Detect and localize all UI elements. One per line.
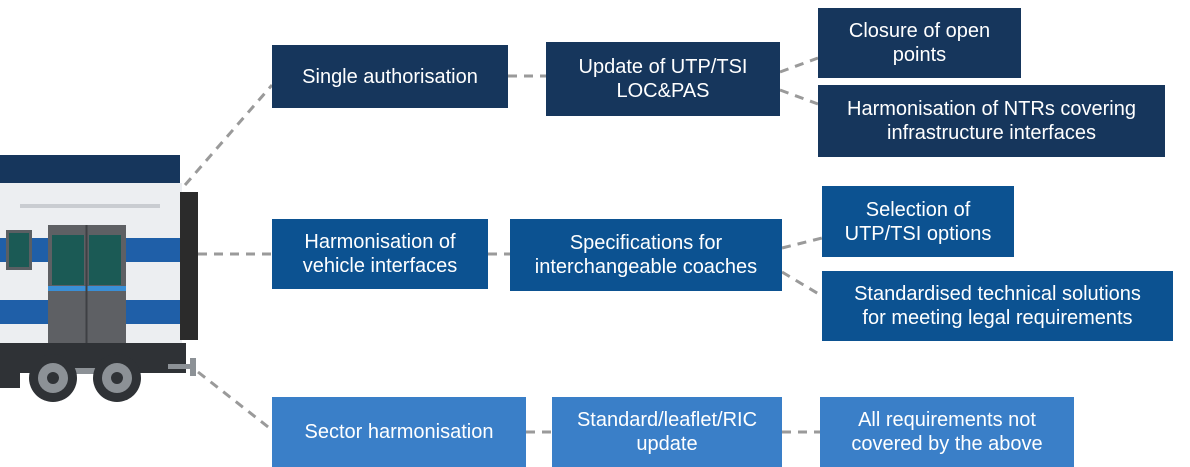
train-coach-icon <box>0 155 198 402</box>
box-all-requirements: All requirements not covered by the abov… <box>820 397 1074 467</box>
box-label: Harmonisation of vehicle interfaces <box>302 231 458 277</box>
box-label: Standard/leaflet/RIC update <box>576 409 758 455</box>
box-standardised-solutions: Standardised technical solutions for mee… <box>822 271 1173 341</box>
box-label: Single authorisation <box>302 65 478 88</box>
box-label: All requirements not covered by the abov… <box>851 409 1043 455</box>
box-label: Update of UTP/TSI LOC&PAS <box>578 56 748 102</box>
box-label: Selection of UTP/TSI options <box>844 198 992 245</box>
box-label: Harmonisation of NTRs covering infrastru… <box>847 98 1136 144</box>
box-label: Specifications for interchangeable coach… <box>534 232 758 278</box>
box-selection-utp-tsi: Selection of UTP/TSI options <box>822 186 1014 257</box>
box-label: Sector harmonisation <box>304 421 494 443</box>
box-sector-harmonisation: Sector harmonisation <box>272 397 526 467</box>
box-label: Standardised technical solutions for mee… <box>854 283 1141 329</box>
box-specifications-coaches: Specifications for interchangeable coach… <box>510 219 782 291</box>
box-closure-open-points: Closure of open points <box>818 8 1021 78</box>
box-single-authorisation: Single authorisation <box>272 45 508 108</box>
box-update-utp-tsi: Update of UTP/TSI LOC&PAS <box>546 42 780 116</box>
box-harmonisation-vehicle-interfaces: Harmonisation of vehicle interfaces <box>272 219 488 289</box>
box-harmonisation-ntrs: Harmonisation of NTRs covering infrastru… <box>818 85 1165 157</box>
box-standard-leaflet-ric: Standard/leaflet/RIC update <box>552 397 782 467</box>
box-label: Closure of open points <box>848 20 991 66</box>
